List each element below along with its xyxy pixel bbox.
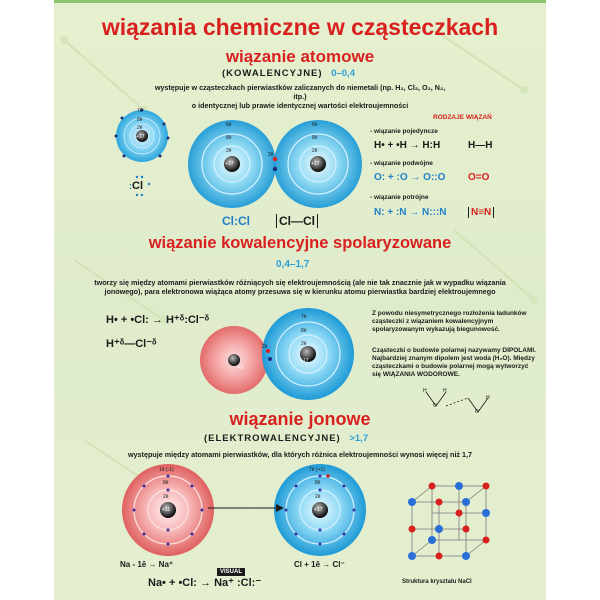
poster: wiązania chemiczne w cząsteczkach wiązan…: [54, 0, 546, 600]
polarity-note: Z powodu niesymetrycznego rozłożenia ład…: [372, 310, 527, 333]
left-atom-shell-inner: 2ē: [226, 148, 232, 154]
hydrogen-bond-diagram: [425, 391, 489, 413]
section1-desc-line2: o identycznej lub prawie identycznej war…: [191, 101, 409, 110]
na-shell-outer: 1ē (-1): [159, 467, 174, 473]
section1-subtitle: (KOWALENCYJNE): [222, 68, 323, 79]
na-ionization-equation: Na - 1ē → Na⁺: [120, 560, 174, 569]
electron-transfer-arrow: [208, 504, 284, 512]
single-bond-label: - wiązanie pojedyncze: [370, 128, 438, 135]
section2-desc-line1: tworzy się między atomami pierwiastków r…: [94, 278, 506, 287]
section3-title: wiązanie jonowe: [229, 409, 371, 429]
single-bond-structural: H—H: [468, 140, 493, 151]
hcl-cl-nucleus: +17: [300, 358, 309, 364]
background-pattern: [54, 0, 546, 501]
section1-desc-line1: występuje w cząsteczkach pierwiastków za…: [154, 83, 446, 101]
section1-title: wiązanie atomowe: [225, 47, 375, 66]
nacl-crystal-structure: [408, 482, 490, 560]
crystal-caption: Struktura kryształu NaCl: [402, 579, 472, 585]
hcl-h-nucleus: +1: [238, 365, 244, 371]
small-atom-shell-middle: 8ē: [137, 117, 143, 123]
na-shell-inner: 2ē: [163, 494, 169, 500]
section1-description: występuje w cząsteczkach pierwiastków za…: [154, 83, 446, 110]
left-atom-nucleus: +17: [225, 161, 234, 167]
cl-symbol: Cl: [132, 180, 143, 192]
page-title: wiązania chemiczne w cząsteczkach: [101, 14, 499, 40]
hcl-structural-formula: H⁺ᵟ—Cl⁻ᵟ: [106, 338, 157, 350]
water-o-left: O: [433, 403, 437, 409]
cl-ion-nucleus: +17: [314, 507, 323, 513]
hcl-molecule-diagram: [200, 308, 354, 400]
water-o-right: O: [475, 409, 479, 415]
right-atom-nucleus: +17: [311, 161, 320, 167]
water-h-2: H: [443, 388, 447, 394]
na-shell-middle: 8ē: [163, 480, 169, 486]
section2-desc-line2: jonowego), para elektronowa wiążąca atom…: [104, 287, 496, 296]
small-atom-shell-outer: 7ē: [137, 108, 143, 114]
triple-bond-structural: N≡N: [468, 207, 495, 218]
double-bond-structural: O=O: [468, 172, 490, 183]
hcl-cl-shell-middle: 8ē: [301, 328, 307, 334]
cl-ion-shell-inner: 2ē: [315, 494, 321, 500]
cl-symbol-electrons: [135, 175, 151, 197]
dipole-note: Cząsteczki o budowie polarnej nazywamy D…: [372, 347, 536, 378]
small-cl-atom: [114, 108, 170, 162]
cl-lewis-symbol: :Cl: [129, 180, 143, 192]
left-atom-shell-middle: 8ē: [226, 135, 232, 141]
section3-range: >1,7: [349, 433, 369, 444]
section2-title: wiązanie kowalencyjne spolaryzowane: [148, 234, 452, 252]
cl2-structural-formula: Cl—Cl: [276, 214, 318, 228]
hcl-cl-shell-inner: 2ē: [301, 341, 307, 347]
left-atom-shell-outer: 6ē: [226, 122, 232, 128]
water-h-3: H: [486, 395, 490, 401]
section1-range: 0–0,4: [331, 68, 355, 79]
section2-range: 0,4–1,7: [276, 259, 310, 270]
na-atom-diagram: [122, 464, 214, 556]
cl-ion-shell-outer: 7ē (+1): [309, 467, 325, 473]
hcl-cl-shell-outer: 7ē: [301, 314, 307, 320]
right-atom-shell-outer: 6ē: [312, 122, 318, 128]
cl2-lewis-formula: Cl:Cl: [222, 214, 250, 228]
hcl-shared-label: 2ē: [262, 344, 268, 350]
hcl-lewis-equation: H• + •Cl: → H⁺ᵟ:Cl⁻ᵟ: [106, 314, 210, 326]
right-atom-shell-inner: 2ē: [312, 148, 318, 154]
single-bond-formula: H• + •H → H:H: [374, 140, 441, 151]
cl2-molecule-diagram: [188, 120, 362, 208]
shared-electrons-label: 2ē: [268, 152, 274, 158]
bond-types-heading: RODZAJE WIĄZAŃ: [433, 114, 492, 121]
section3-subtitle: (ELEKTROWALENCYJNE): [204, 433, 341, 444]
cl-ionization-equation: Cl + 1ē → Cl⁻: [294, 560, 345, 569]
water-h-1: H: [423, 388, 427, 394]
publisher-logo: VISUAL: [217, 568, 246, 576]
cl-ion-atom-diagram: [274, 464, 366, 556]
triple-bond-formula: N: + :N → N:::N: [374, 207, 447, 218]
section3-subtitle-row: (ELEKTROWALENCYJNE) >1,7: [204, 433, 368, 444]
section2-description: tworzy się między atomami pierwiastków r…: [90, 278, 510, 296]
cl-ion-shell-middle: 8ē: [315, 480, 321, 486]
small-atom-nucleus: +17: [136, 134, 145, 140]
section3-description: występuje między atomami pierwiastków, d…: [127, 450, 473, 459]
na-nucleus: +11: [162, 507, 171, 513]
double-bond-label: - wiązanie podwójne: [370, 160, 433, 167]
right-atom-shell-middle: 8ē: [312, 135, 318, 141]
double-bond-formula: O: + :O → O::O: [374, 172, 446, 183]
triple-bond-label: - wiązanie potrójne: [370, 194, 429, 201]
section1-subtitle-row: (KOWALENCYJNE) 0–0,4: [222, 68, 355, 79]
nacl-formation-equation: Na• + •Cl: → Na⁺ :Cl:⁻: [148, 577, 262, 589]
small-atom-shell-inner: 2ē: [137, 125, 143, 131]
